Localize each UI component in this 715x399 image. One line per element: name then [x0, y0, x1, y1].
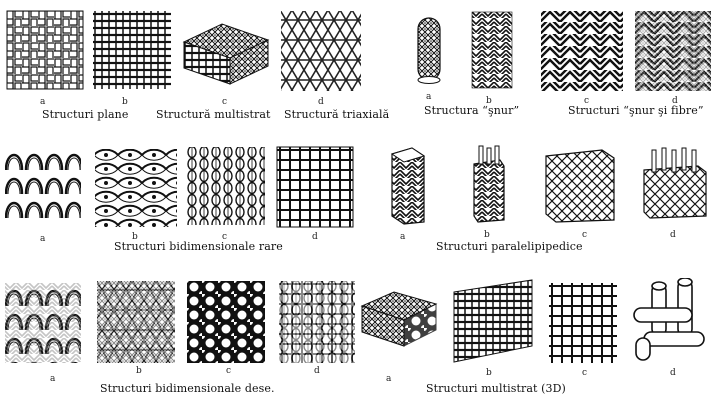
knit-loops-dense-illustration	[4, 282, 82, 364]
knit-columns-illustration	[186, 146, 266, 226]
panel-letter: a	[50, 374, 55, 384]
braided-prism-rods-illustration	[470, 144, 508, 224]
caption-multilayer-structure: Structură multistrat	[156, 108, 271, 121]
multilayer-block-illustration	[182, 14, 270, 86]
panel-letter: a	[386, 374, 391, 384]
panel-letter: d	[670, 368, 676, 378]
caption-plane-structures: Structuri plane	[42, 108, 128, 121]
panel-letter: d	[314, 366, 320, 376]
foam-block-illustration	[360, 286, 438, 350]
panel-letter: a	[426, 92, 431, 102]
braided-prism-illustration	[388, 146, 428, 226]
knit-loops-illustration	[4, 146, 82, 226]
caption-sparse-2d-structures: Structuri bidimensionale rare	[114, 240, 283, 253]
panel-letter: a	[40, 97, 45, 107]
braided-chevron-illustration	[470, 10, 514, 90]
panel-letter: b	[484, 230, 490, 240]
caption-cord-structure: Structura “şnur”	[424, 104, 519, 117]
open-grid-illustration	[548, 282, 618, 364]
panel-letter: c	[222, 97, 227, 107]
caption-cord-and-fiber-structures: Structuri “şnur şi fibre”	[568, 104, 704, 117]
woven-basket-illustration	[92, 10, 172, 90]
net-wave-illustration	[94, 148, 178, 228]
braided-cord-illustration	[416, 14, 442, 84]
panel-letter: c	[582, 368, 587, 378]
woven-sheet-illustration	[448, 276, 538, 366]
panel-letter: a	[400, 232, 405, 242]
panel-letter: c	[226, 366, 231, 376]
caption-dense-2d-structures: Structuri bidimensionale dese.	[100, 382, 275, 395]
dense-grid-illustration	[278, 280, 356, 364]
caption-triaxial-structure: Structură triaxială	[284, 108, 389, 121]
caption-parallelepiped-structures: Structuri paralelipipedice	[436, 240, 583, 253]
panel-letter: b	[486, 368, 492, 378]
woven-plain-illustration	[6, 10, 84, 90]
diamond-box-illustration	[542, 146, 618, 224]
panel-letter: b	[136, 366, 142, 376]
dense-mesh-illustration	[96, 280, 176, 364]
herringbone-illustration	[540, 10, 624, 92]
herringbone-dense-illustration	[634, 10, 712, 92]
panel-letter: a	[40, 234, 45, 244]
panel-letter: b	[122, 97, 128, 107]
panel-letter: d	[670, 230, 676, 240]
grid-knit-illustration	[276, 146, 354, 228]
panel-letter: c	[582, 230, 587, 240]
rod-3d-illustration	[628, 278, 708, 362]
panel-letter: d	[318, 97, 324, 107]
diamond-box-rods-illustration	[640, 144, 710, 220]
hex-mesh-illustration	[186, 280, 266, 364]
triaxial-weave-illustration	[280, 10, 362, 92]
panel-letter: d	[312, 232, 318, 242]
caption-3d-multilayer-structures: Structuri multistrat (3D)	[426, 382, 566, 395]
